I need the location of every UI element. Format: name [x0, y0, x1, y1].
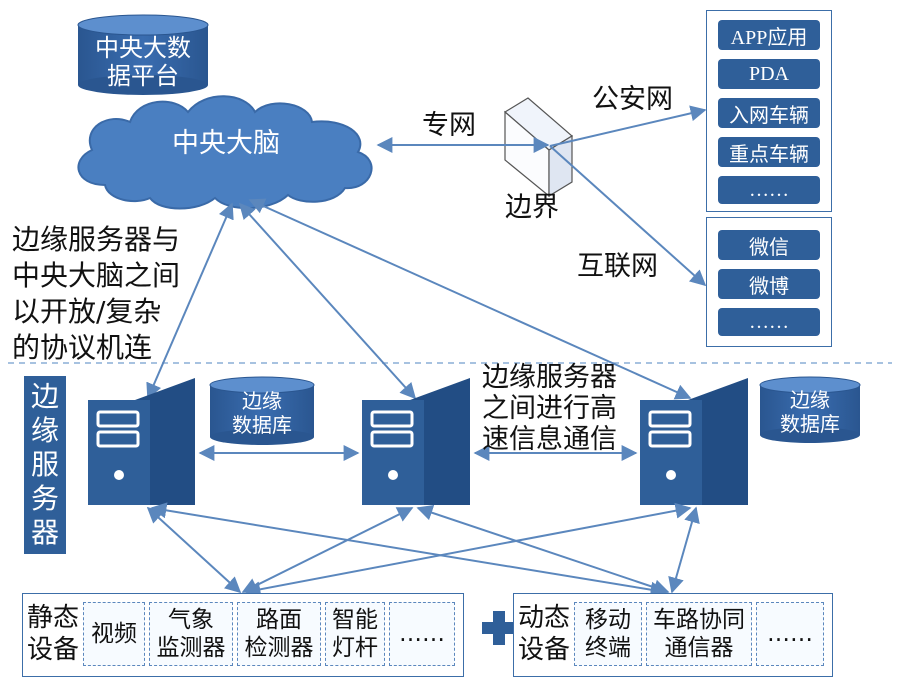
dynamic-item-v2x-communicator: 车路协同 通信器 [646, 602, 752, 666]
edge-servers-vertical-label: 边 缘 服 务 器 [24, 376, 66, 554]
edge-server-middle-icon [362, 378, 470, 505]
brain-to-server-right-arrow [248, 198, 692, 400]
static-title-line-2: 设备 [27, 635, 80, 665]
private-net-label: 专网 [422, 110, 476, 141]
dynamic-devices-panel: 动态 设备 移动 终端 车路协同 通信器 …… [513, 593, 833, 677]
edge-brain-note-line-4: 的协议机连 [12, 331, 153, 364]
server-device-arrows [146, 502, 700, 598]
internet-label: 互联网 [577, 251, 658, 282]
edge-servers-char-1: 边 [30, 380, 59, 413]
internet-item-more: …… [718, 308, 820, 336]
public-security-net-panel: APP应用 PDA 入网车辆 重点车辆 …… [706, 10, 832, 212]
brain-to-server-left-arrow [146, 202, 234, 400]
road-line-2: 检测器 [244, 635, 314, 661]
edge-brain-note-line-1: 边缘服务器与 [12, 223, 181, 256]
edge-db-right-line-2: 数据库 [780, 412, 840, 436]
edge-database-left-label: 边缘 数据库 [212, 389, 312, 437]
central-data-platform-cylinder [77, 14, 209, 95]
edge-server-right-icon [640, 378, 748, 505]
v2x-line-1: 车路协同 [653, 607, 745, 633]
boundary-label: 边界 [505, 192, 559, 223]
internet-item-wechat: 微信 [718, 230, 820, 260]
plus-icon [482, 611, 516, 645]
public-security-net-label: 公安网 [592, 84, 673, 115]
edge-servers-char-3: 服 [30, 448, 59, 481]
static-title-line-1: 静态 [27, 603, 80, 633]
central-data-platform-label: 中央大数 据平台 [80, 34, 206, 90]
internet-panel: 微信 微博 …… [706, 217, 832, 347]
static-devices-panel: 静态 设备 视频 气象 监测器 路面 检测器 智能 灯杆 …… [22, 593, 464, 677]
static-item-weather-monitor: 气象 监测器 [149, 602, 233, 666]
weather-line-2: 监测器 [156, 635, 226, 661]
static-item-road-detector: 路面 检测器 [237, 602, 321, 666]
edge-brain-note-line-3: 以开放/复杂 [12, 295, 162, 328]
psn-item-networked-vehicles: 入网车辆 [718, 98, 820, 128]
edge-db-left-line-2: 数据库 [232, 413, 292, 437]
edge-brain-note-line-2: 中央大脑之间 [12, 259, 181, 292]
edge-servers-char-2: 缘 [30, 414, 59, 447]
static-more-label: …… [399, 621, 445, 647]
edge-server-left-icon [88, 378, 195, 505]
psn-item-key-vehicles: 重点车辆 [718, 137, 820, 167]
psn-arrow [549, 105, 707, 147]
edge-servers-char-5: 器 [30, 516, 59, 549]
v2x-line-2: 通信器 [664, 635, 734, 661]
central-brain-label: 中央大脑 [172, 128, 280, 159]
psn-item-more: …… [718, 176, 820, 204]
pole-line-1: 智能 [332, 607, 378, 633]
internet-item-weibo: 微博 [718, 269, 820, 299]
psn-item-app: APP应用 [718, 20, 820, 50]
weather-line-1: 气象 [168, 607, 214, 633]
edge-communication-note: 边缘服务器 之间进行高 速信息通信 [482, 362, 617, 455]
psn-item-pda: PDA [718, 59, 820, 89]
edge-brain-protocol-note: 边缘服务器与 中央大脑之间 以开放/复杂 的协议机连 [12, 222, 180, 366]
dynamic-item-more: …… [756, 602, 824, 666]
edge-database-left-cylinder [209, 376, 315, 445]
dynamic-devices-title: 动态 设备 [518, 602, 570, 666]
edge-comm-note-line-2: 之间进行高 [482, 393, 617, 424]
road-line-1: 路面 [256, 607, 302, 633]
edge-db-right-line-1: 边缘 [790, 388, 830, 412]
edge-comm-note-line-1: 边缘服务器 [482, 362, 617, 393]
dynamic-title-line-1: 动态 [518, 603, 571, 633]
brain-to-server-middle-arrow [238, 202, 417, 400]
pole-line-2: 灯杆 [332, 635, 378, 661]
static-item-video: 视频 [83, 602, 145, 666]
edge-db-left-line-1: 边缘 [242, 389, 282, 413]
dynamic-title-line-2: 设备 [518, 635, 571, 665]
static-item-smart-pole: 智能 灯杆 [325, 602, 385, 666]
central-platform-line-1: 中央大数 [95, 34, 191, 62]
mobile-line-2: 终端 [585, 635, 631, 661]
static-item-more: …… [389, 602, 455, 666]
dynamic-item-mobile-terminal: 移动 终端 [574, 602, 642, 666]
edge-servers-char-4: 务 [30, 482, 59, 515]
static-devices-title: 静态 设备 [27, 602, 79, 666]
edge-database-right-cylinder [759, 376, 861, 443]
edge-comm-note-line-3: 速信息通信 [482, 424, 617, 455]
static-item-video-label: 视频 [91, 621, 137, 647]
boundary-firewall-icon [503, 97, 574, 198]
edge-database-right-label: 边缘 数据库 [762, 388, 858, 436]
mobile-line-1: 移动 [585, 607, 631, 633]
dynamic-more-label: …… [767, 621, 813, 647]
central-platform-line-2: 据平台 [107, 62, 179, 90]
central-brain-cloud-icon [77, 95, 373, 210]
